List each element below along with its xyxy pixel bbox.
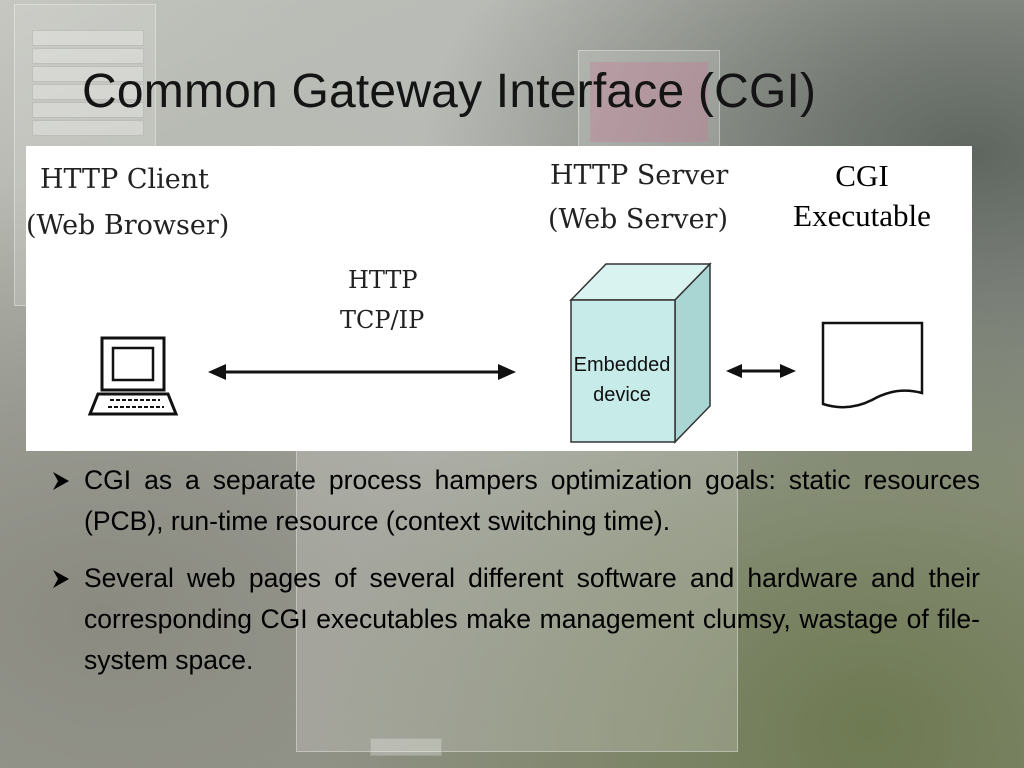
bullet-text: Several web pages of several different s… <box>84 563 980 675</box>
device-label-line2: device <box>593 384 651 406</box>
bullet-arrow-icon <box>53 570 69 588</box>
embedded-device-cube <box>569 262 712 444</box>
background-bar <box>32 66 144 82</box>
bullet-item: CGI as a separate process hampers optimi… <box>52 460 980 542</box>
cgi-diagram: HTTP Client (Web Browser) HTTP Server (W… <box>26 146 972 451</box>
embedded-device-label: Embedded device <box>554 350 690 410</box>
http-client-label: HTTP Client <box>40 164 209 195</box>
bullet-item: Several web pages of several different s… <box>52 558 980 681</box>
background-pink-panel <box>590 62 708 142</box>
web-server-label: (Web Server) <box>548 204 728 235</box>
slide-title: Common Gateway Interface (CGI) <box>82 65 817 118</box>
bullet-text: CGI as a separate process hampers optimi… <box>84 465 980 536</box>
background-bar <box>32 102 144 118</box>
background-bar <box>32 84 144 100</box>
diagram-graphics <box>87 262 924 444</box>
http-protocol-label: HTTP <box>348 266 418 294</box>
tcpip-protocol-label: TCP/IP <box>340 306 425 334</box>
bullet-list: CGI as a separate process hampers optimi… <box>52 460 980 697</box>
web-browser-label: (Web Browser) <box>26 210 230 241</box>
background-bar <box>32 48 144 64</box>
background-bar <box>32 30 144 46</box>
bullet-arrow-icon <box>53 472 69 490</box>
http-double-arrow <box>208 364 516 380</box>
computer-icon <box>87 336 179 416</box>
background-window-bottom <box>296 450 738 752</box>
cgi-double-arrow <box>726 364 796 378</box>
document-icon <box>821 321 924 409</box>
background-bar <box>370 738 442 756</box>
cgi-executable-label: CGI Executable <box>754 156 970 260</box>
background-window-right <box>578 50 720 148</box>
cgi-label-line2: Executable <box>793 198 931 233</box>
cgi-label-line1: CGI <box>835 158 889 193</box>
background-bar <box>32 120 144 136</box>
http-server-label: HTTP Server <box>550 160 729 191</box>
device-label-line1: Embedded <box>573 354 671 376</box>
